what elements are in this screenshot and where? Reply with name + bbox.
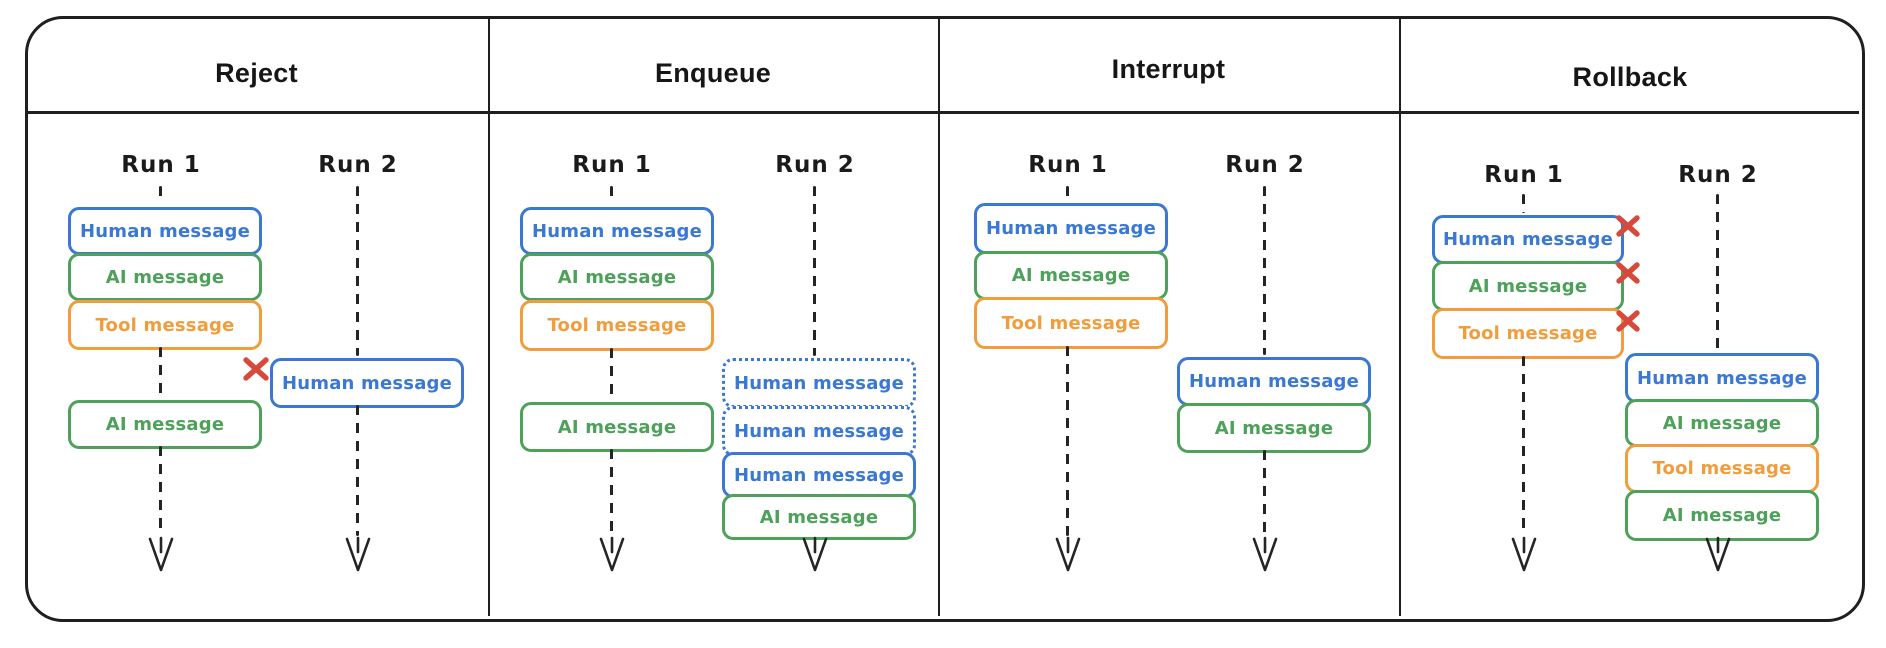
ai-message-box: AI message [68, 253, 262, 301]
human-message-box: Human message [1177, 357, 1371, 406]
column-divider [488, 16, 490, 616]
timeline-dashed-line [159, 186, 162, 204]
ai-message-box: AI message [68, 400, 262, 449]
ai-message-box: AI message [974, 251, 1168, 300]
ai-message-box: AI message [1625, 490, 1819, 541]
ai-message-box: AI message [520, 253, 714, 301]
timeline-dashed-line [356, 405, 359, 536]
arrow-down-icon [344, 536, 372, 578]
timeline-dashed-line [1522, 356, 1525, 536]
timeline-dashed-line [813, 186, 816, 356]
run-label: Run 1 [121, 152, 201, 178]
tool-message-box: Tool message [520, 300, 714, 351]
rollback-x-icon [1614, 259, 1642, 291]
panel-title: Interrupt [1111, 54, 1226, 84]
column-divider [1399, 16, 1401, 616]
arrow-down-icon [1704, 536, 1732, 578]
timeline-dashed-line [1263, 450, 1266, 536]
ai-message-box: AI message [1432, 261, 1624, 311]
run-label: Run 1 [572, 152, 652, 178]
arrow-down-icon [801, 536, 829, 578]
reject-x-icon [240, 353, 272, 389]
human-message-box: Human message [722, 452, 916, 498]
human-message-box: Human message [1432, 215, 1624, 264]
timeline-dashed-line [610, 348, 613, 400]
arrow-down-icon [1510, 536, 1538, 578]
run-label: Run 1 [1484, 162, 1564, 188]
timeline-dashed-line [1066, 186, 1069, 201]
run-label: Run 2 [775, 152, 855, 178]
timeline-dashed-line [610, 186, 613, 204]
run-label: Run 2 [318, 152, 398, 178]
timeline-dashed-line [1066, 346, 1069, 536]
ai-message-box: AI message [1625, 399, 1819, 447]
human-message-box: Human message [1625, 353, 1819, 403]
human-message-box: Human message [68, 207, 262, 255]
arrow-down-icon [1251, 536, 1279, 578]
header-separator-line [25, 111, 1859, 114]
column-divider [938, 16, 940, 616]
rollback-x-icon [1614, 212, 1642, 244]
human-message-box: Human message [270, 358, 464, 408]
timeline-dashed-line [610, 449, 613, 536]
panel-title: Rollback [1572, 62, 1688, 92]
timeline-dashed-line [1263, 186, 1266, 355]
tool-message-box: Tool message [1432, 308, 1624, 359]
timeline-dashed-line [1716, 194, 1719, 351]
timeline-dashed-line [356, 186, 359, 356]
rollback-x-icon [1614, 307, 1642, 339]
run-label: Run 2 [1678, 162, 1758, 188]
tool-message-box: Tool message [1625, 444, 1819, 493]
timeline-dashed-line [1522, 194, 1525, 213]
timeline-dashed-line [159, 347, 162, 398]
arrow-down-icon [147, 536, 175, 578]
queued-human-message-box: Human message [722, 358, 916, 408]
timeline-dashed-line [159, 446, 162, 536]
ai-message-box: AI message [1177, 403, 1371, 453]
run-label: Run 1 [1028, 152, 1108, 178]
panel-title: Reject [215, 58, 298, 88]
arrow-down-icon [598, 536, 626, 578]
ai-message-box: AI message [520, 402, 714, 452]
tool-message-box: Tool message [974, 297, 1168, 349]
tool-message-box: Tool message [68, 300, 262, 350]
run-label: Run 2 [1225, 152, 1305, 178]
queued-human-message-box: Human message [722, 406, 916, 456]
arrow-down-icon [1054, 536, 1082, 578]
human-message-box: Human message [520, 207, 714, 255]
human-message-box: Human message [974, 203, 1168, 254]
ai-message-box: AI message [722, 494, 916, 540]
panel-title: Enqueue [654, 58, 772, 88]
